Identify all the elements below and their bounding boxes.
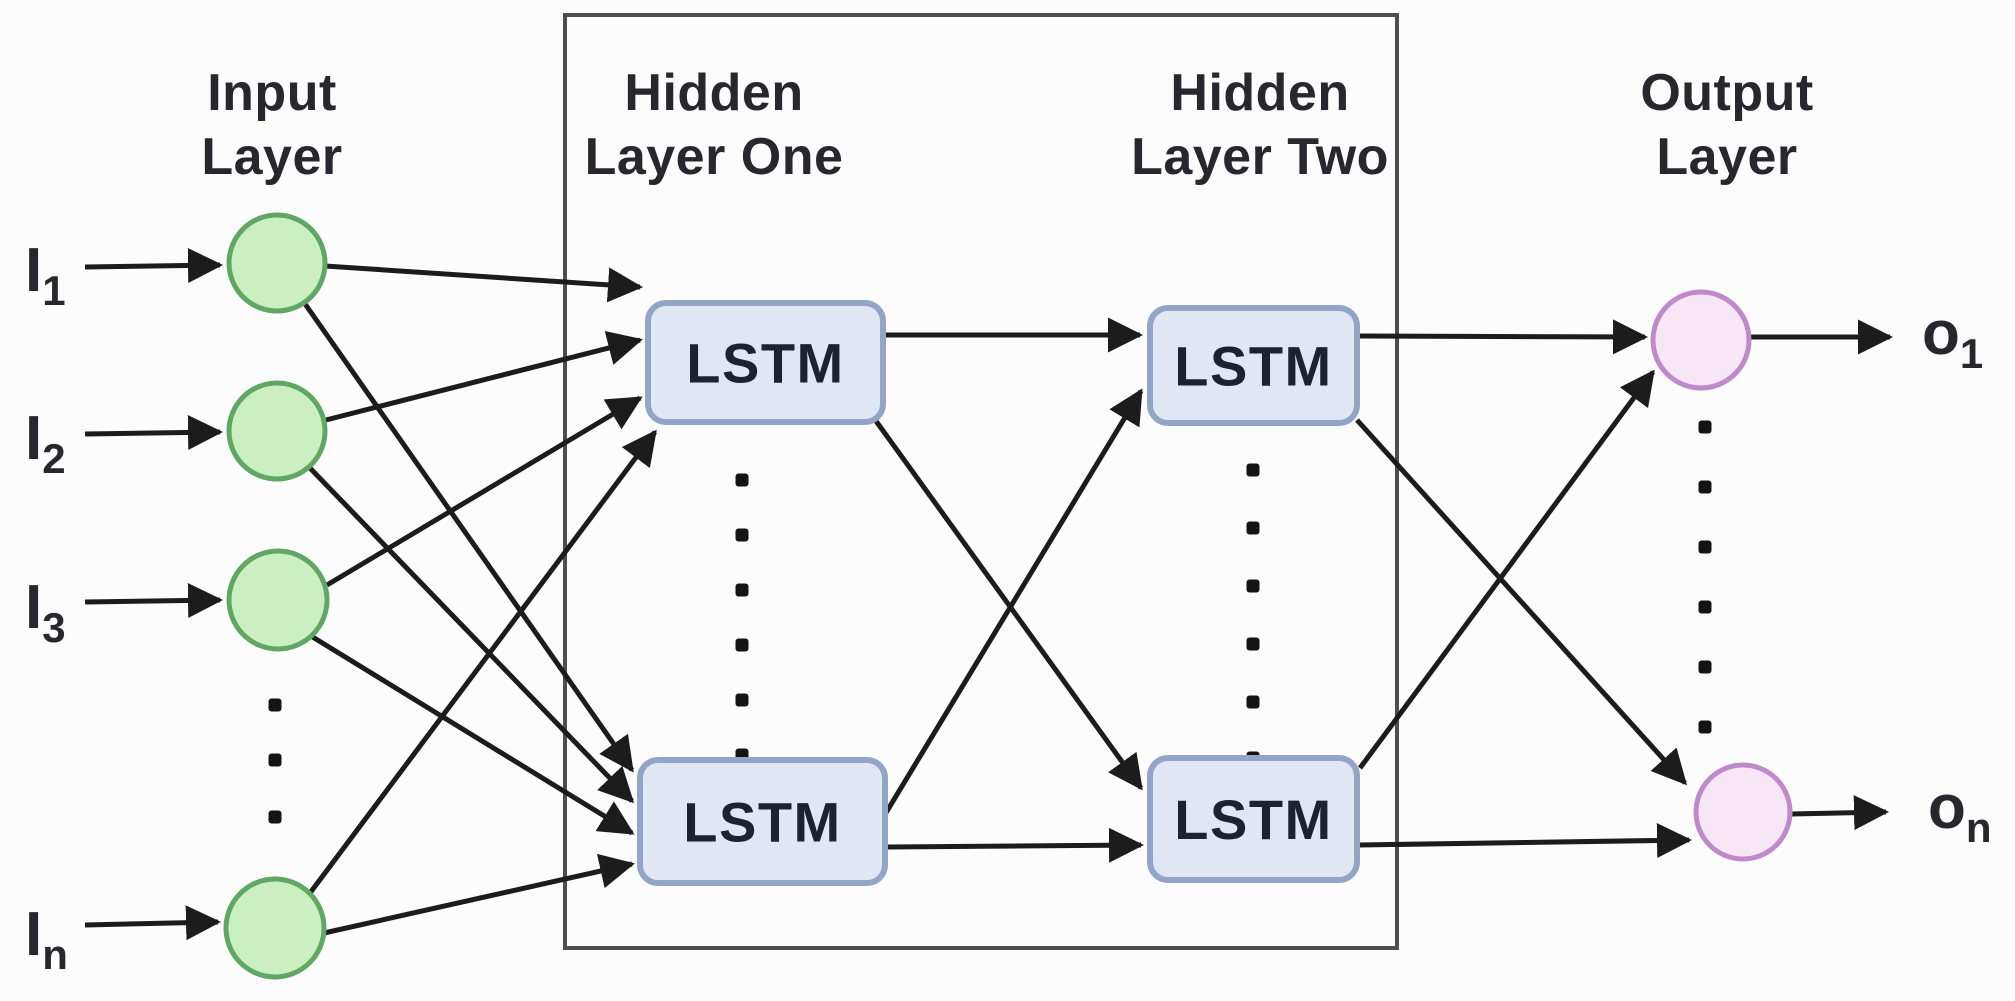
arrow-label-in	[84, 905, 221, 941]
ellipsis-dot	[1698, 720, 1712, 734]
arrow-i3-hidden1-bottom	[309, 633, 635, 836]
arrow-h2top-on	[1355, 418, 1688, 786]
ellipsis-dot	[735, 693, 749, 707]
dots-output	[1698, 420, 1712, 734]
ellipsis-dot	[735, 473, 749, 487]
lstm-hidden1-bottom-label: LSTM	[683, 791, 841, 854]
ellipsis-dot	[268, 698, 282, 712]
label-on: on	[1928, 773, 1992, 851]
arrow-in-hidden1-top	[307, 429, 658, 895]
lstm-hidden2-top: LSTM	[1147, 305, 1360, 426]
ellipsis-dot	[735, 638, 749, 652]
input-node-n	[223, 876, 327, 980]
lstm-hidden1-bottom: LSTM	[637, 757, 888, 886]
ellipsis-dot	[1698, 540, 1712, 554]
input-node-2	[226, 380, 328, 482]
ellipsis-dot	[735, 528, 749, 542]
arrow-on-out	[1790, 795, 1889, 831]
lstm-hidden1-top-label: LSTM	[686, 332, 844, 395]
lstm-hidden2-bottom-label: LSTM	[1174, 788, 1332, 851]
arrow-h2bottom-o1	[1357, 369, 1656, 770]
arrow-i3-hidden1-top	[325, 395, 643, 588]
arrow-h1bottom-h2bottom	[885, 827, 1144, 863]
arrows-group	[84, 247, 1893, 941]
ellipsis-dot	[268, 753, 282, 767]
input-node-1	[226, 212, 328, 314]
arrow-i1-hidden1-bottom	[300, 299, 635, 773]
hidden-layers-container-box	[563, 13, 1399, 950]
label-i1: I1	[25, 236, 66, 314]
ellipsis-dot	[1246, 463, 1260, 477]
ellipsis-dot	[735, 583, 749, 597]
label-i2: I2	[25, 404, 66, 482]
label-in: In	[25, 900, 68, 978]
ellipsis-dot	[1698, 480, 1712, 494]
lstm-hidden1-bottom-box	[637, 757, 888, 886]
arrow-label-i3	[84, 582, 223, 618]
lstm-hidden1-top-box	[645, 300, 886, 425]
ellipsis-dot	[1698, 600, 1712, 614]
lstm-hidden2-bottom: LSTM	[1147, 755, 1360, 883]
dots-input	[268, 698, 282, 824]
ellipsis-dot	[1246, 695, 1260, 709]
lstm-hidden2-top-label: LSTM	[1174, 335, 1332, 398]
arrow-in-hidden1-bottom	[323, 853, 635, 936]
arrow-h2bottom-on	[1359, 822, 1692, 858]
lstm-hidden2-bottom-box	[1147, 755, 1360, 883]
ellipsis-dot	[1246, 579, 1260, 593]
arrow-i2-hidden1-bottom	[306, 464, 635, 804]
ellipsis-dot	[1698, 660, 1712, 674]
dots-hidden2	[1246, 463, 1260, 765]
ellipsis-dot	[1246, 521, 1260, 535]
arrow-h2top-o1	[1359, 319, 1648, 355]
ellipsis-dot	[268, 810, 282, 824]
output-node-1	[1650, 289, 1752, 391]
arrow-i1-hidden1-top	[324, 263, 643, 303]
input-node-3	[226, 548, 330, 652]
arrow-label-i2	[84, 414, 223, 450]
arrow-h1bottom-h2top	[881, 388, 1144, 818]
lstm-hidden2-top-box	[1147, 305, 1360, 426]
ellipsis-dot	[1246, 637, 1260, 651]
label-i3: I3	[25, 573, 66, 651]
label-o1: o1	[1922, 299, 1983, 377]
output-node-n	[1693, 762, 1793, 862]
ellipsis-dot	[1698, 420, 1712, 434]
lstm-hidden1-top: LSTM	[645, 300, 886, 425]
arrow-h1top-h2bottom	[873, 419, 1144, 791]
arrow-label-i1	[84, 247, 223, 283]
